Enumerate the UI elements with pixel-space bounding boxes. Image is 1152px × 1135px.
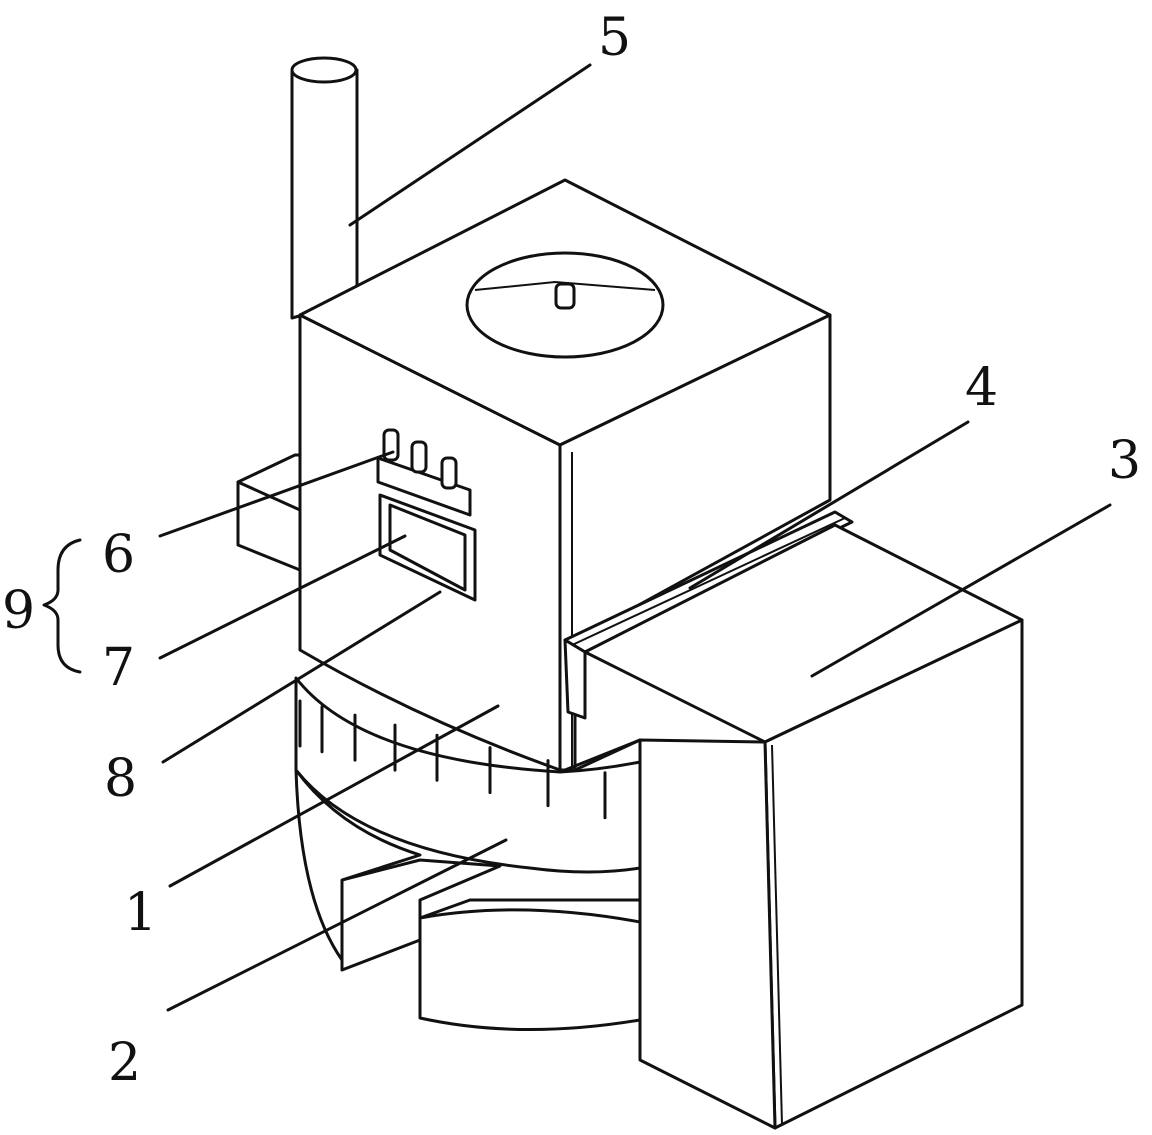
label-6: 6	[102, 525, 135, 585]
graduated-ring	[294, 676, 642, 874]
leader-lines	[158, 63, 1112, 1012]
cylindrical-base	[294, 768, 422, 962]
label-9: 9	[2, 581, 35, 641]
labels: 5 4 3 6 9 7 8 1 2	[2, 8, 1141, 1093]
lower-base-block	[418, 898, 642, 1032]
control-panel	[376, 428, 477, 602]
label-2: 2	[108, 1033, 141, 1093]
label-5: 5	[598, 8, 631, 68]
label-4: 4	[965, 358, 998, 418]
side-box	[583, 523, 1024, 1130]
label-7: 7	[102, 638, 135, 698]
label-8: 8	[104, 749, 137, 809]
left-side-block	[236, 453, 302, 572]
group-brace	[42, 538, 82, 674]
label-1: 1	[124, 883, 157, 943]
exhaust-pipe	[290, 56, 359, 320]
display-screen	[378, 493, 477, 602]
label-3: 3	[1108, 431, 1141, 491]
side-block-lower	[340, 858, 502, 972]
